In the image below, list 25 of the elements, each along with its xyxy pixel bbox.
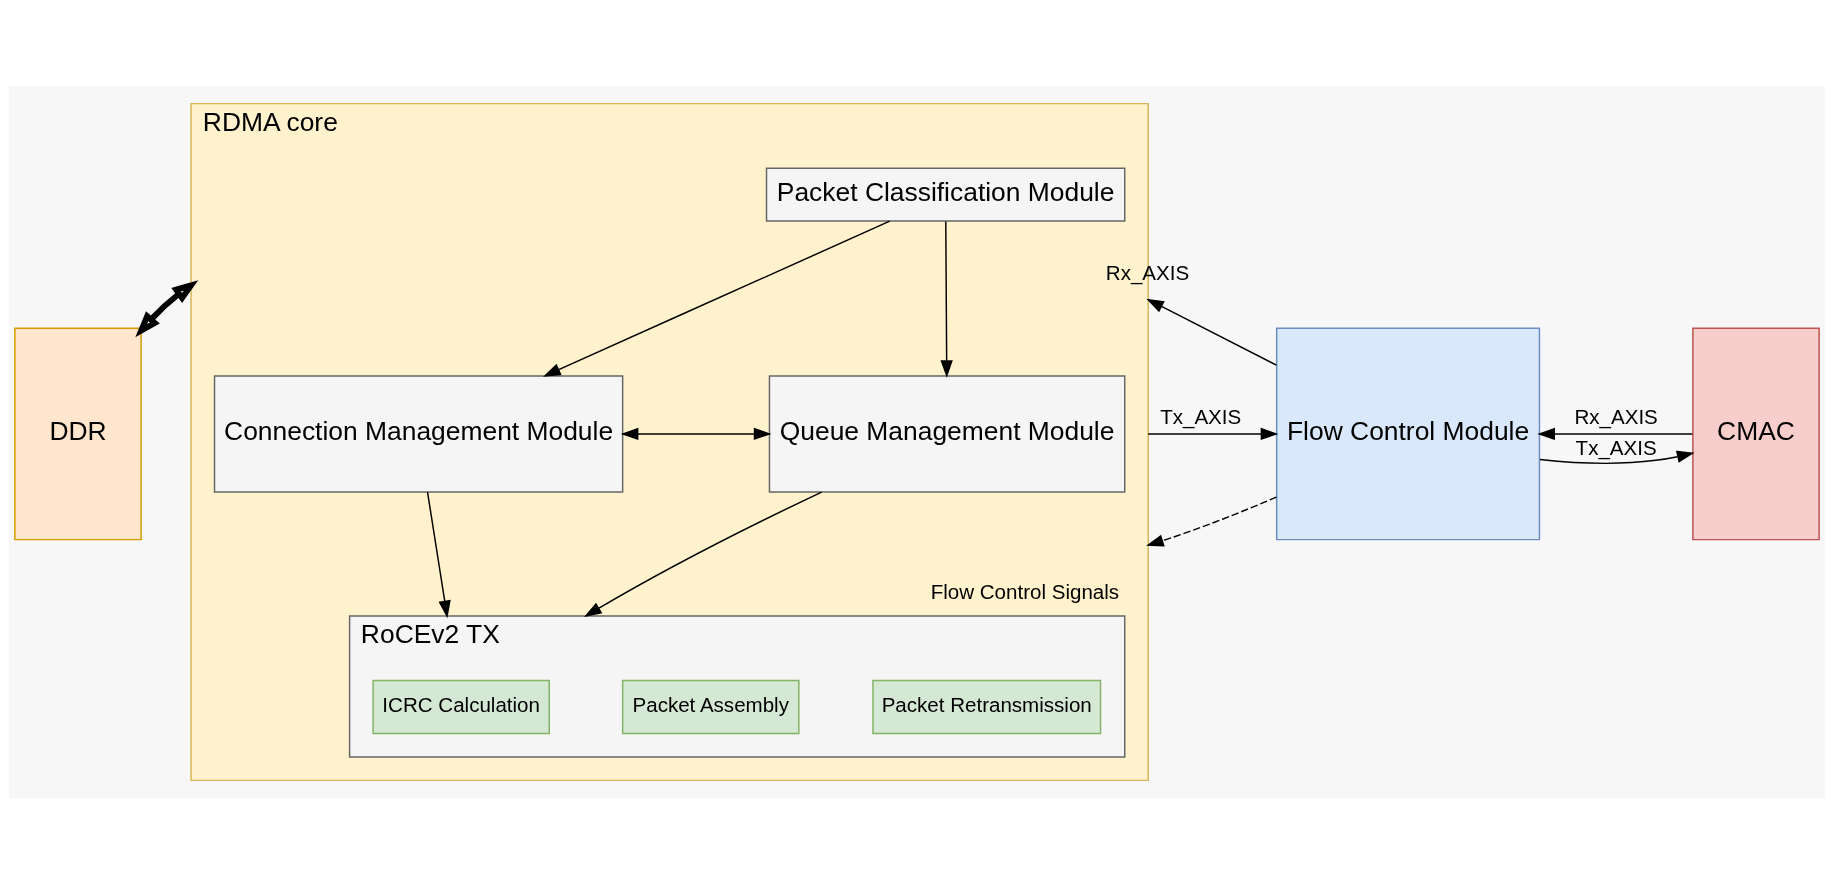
node-box: ICRC Calculation [372,679,550,734]
arrow [620,427,772,440]
arrow [543,219,891,377]
arrow [1146,298,1278,366]
edge-label: Tx_AXIS [1160,404,1242,428]
node-box: DDR [14,327,142,540]
arrow [426,490,451,618]
arrow [1537,427,1694,440]
arrow [1539,450,1695,464]
arrow [135,279,199,337]
node-box: Packet Retransmission [872,679,1102,734]
node-box: Flow Control Module [1275,327,1541,540]
node-box: CMAC [1692,327,1820,540]
edge-label: Flow Control Signals [930,579,1120,603]
node-box: Connection Management Module [213,374,624,493]
edge-label: Rx_AXIS [1574,404,1658,428]
edge-label: Rx_AXIS [1105,260,1190,284]
arrow [1147,427,1279,440]
node-box: Packet Assembly [621,679,800,734]
arrow [1146,495,1278,546]
arrow [940,220,953,378]
arrow [584,490,823,617]
node-box: Queue Management Module [768,374,1126,493]
node-box: Packet Classification Module [765,166,1126,222]
edge-label: Tx_AXIS [1575,435,1657,459]
